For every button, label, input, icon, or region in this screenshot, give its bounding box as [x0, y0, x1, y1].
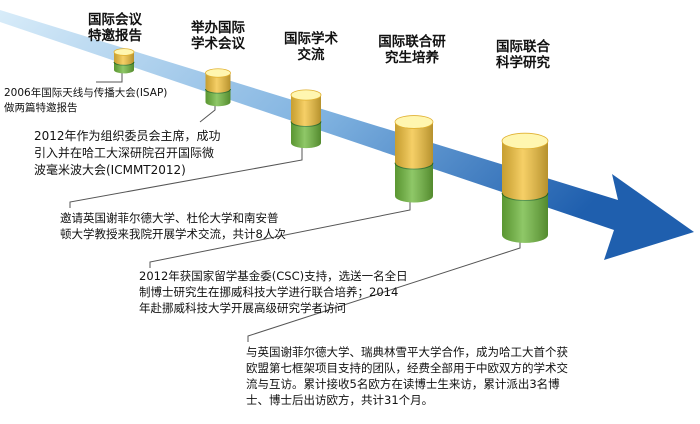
milestone-heading-5: 国际联合 科学研究	[496, 39, 550, 71]
milestone-cylinder-1	[113, 48, 135, 74]
connector-line-1	[96, 70, 123, 83]
milestone-heading-4: 国际联合研 究生培养	[378, 34, 446, 66]
connector-line-4	[149, 196, 411, 268]
milestone-description-1: 2006年国际天线与传播大会(ISAP) 做两篇特邀报告	[4, 87, 168, 114]
milestone-cylinders	[113, 48, 549, 243]
milestone-heading-2: 举办国际 学术会议	[191, 20, 245, 52]
milestone-heading-3: 国际学术 交流	[284, 31, 338, 63]
milestone-cylinder-2	[205, 68, 231, 107]
milestone-cylinder-4	[394, 115, 434, 203]
milestone-description-4: 2012年获国家留学基金委(CSC)支持，选送一名全日 制博士研究生在挪威科技大…	[139, 269, 408, 315]
connector-line-3	[69, 143, 303, 208]
milestone-heading-1: 国际会议 特邀报告	[88, 12, 142, 44]
milestone-cylinder-5	[501, 132, 549, 243]
milestone-cylinder-3	[290, 89, 322, 149]
milestone-description-2: 2012年作为组织委员会主席，成功 引入并在哈工大深研院召开国际微 波毫米波大会…	[34, 129, 221, 177]
milestone-description-3: 邀请英国谢菲尔德大学、杜伦大学和南安普 顿大学教授来我院开展学术交流，共计8人次	[60, 211, 286, 241]
milestone-description-5: 与英国谢菲尔德大学、瑞典林雪平大学合作，成为哈工大首个获 欧盟第七框架项目支持的…	[246, 345, 568, 407]
